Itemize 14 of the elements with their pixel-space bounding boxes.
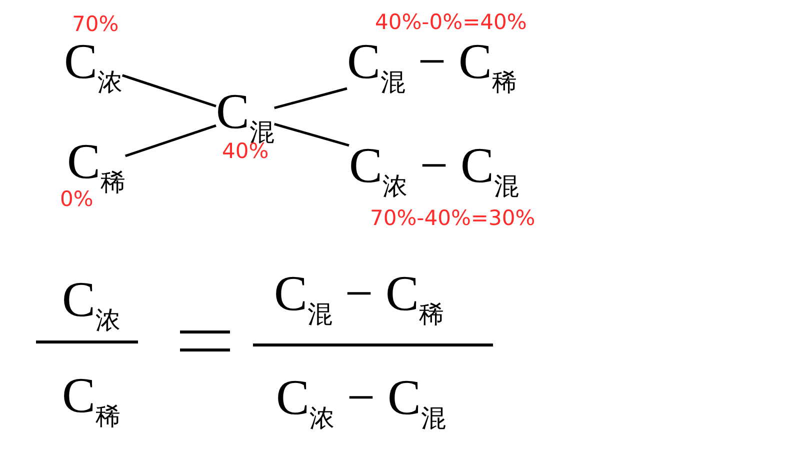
concentration-symbol: C$_{浓}$ (64, 36, 122, 96)
percentage-label: 70%-40%=30% (370, 208, 536, 229)
formula-term: C$_{浓}$ − C$_{混}$ (276, 372, 446, 432)
connector-line (124, 124, 216, 158)
percentage-label: 70% (72, 14, 119, 35)
connector-line (122, 74, 216, 108)
connector-line (274, 87, 348, 110)
percentage-label: 40%-0%=40% (375, 12, 527, 33)
formula-term: C$_{浓}$ (62, 274, 120, 334)
concentration-symbol: C$_{混}$ − C$_{稀}$ (347, 36, 517, 96)
formula-term: C$_{稀}$ (62, 370, 120, 430)
connector-line (274, 122, 350, 147)
formula-term: C$_{混}$ − C$_{稀}$ (274, 268, 444, 328)
concentration-symbol: C$_{浓}$ − C$_{混}$ (349, 140, 519, 200)
